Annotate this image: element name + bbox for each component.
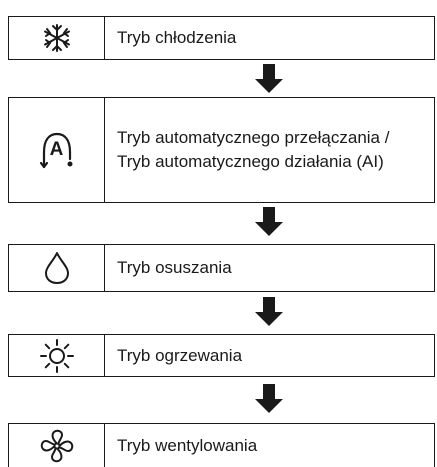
mode-label-line: Tryb chłodzenia — [117, 28, 237, 47]
mode-label-auto: Tryb automatycznego przełączania / Tryb … — [105, 98, 434, 202]
mode-label-fan: Tryb wentylowania — [105, 424, 434, 467]
mode-label-line: Tryb wentylowania — [117, 435, 258, 455]
mode-icon-cell — [9, 424, 105, 467]
auto-mode-letter: A — [49, 139, 64, 160]
fan-icon — [39, 428, 75, 464]
mode-label-line: Tryb automatycznego przełączania / — [117, 128, 390, 147]
mode-box-cooling: Tryb chłodzenia — [8, 16, 435, 60]
mode-box-heat: Tryb ogrzewania — [8, 334, 435, 377]
mode-icon-cell — [9, 335, 105, 376]
down-arrow-icon — [254, 207, 284, 237]
mode-label-cooling: Tryb chłodzenia — [105, 17, 434, 59]
auto-mode-icon: A — [37, 130, 77, 170]
down-arrow-icon — [254, 64, 284, 94]
mode-label-line: Tryb ogrzewania — [117, 345, 243, 365]
sun-icon — [39, 338, 75, 374]
snowflake-icon — [42, 23, 72, 53]
mode-label-line: Tryb automatycznego działania (AI) — [117, 152, 384, 171]
mode-box-dry: Tryb osuszania — [8, 244, 435, 292]
mode-label-line: Tryb osuszania — [117, 258, 232, 277]
mode-icon-cell: A — [9, 98, 105, 202]
water-drop-icon — [44, 251, 70, 285]
mode-icon-cell — [9, 17, 105, 59]
mode-label-dry: Tryb osuszania — [105, 245, 434, 291]
mode-box-auto: A Tryb automatycznego przełączania / Try… — [8, 97, 435, 203]
mode-label-heat: Tryb ogrzewania — [105, 335, 434, 376]
mode-icon-cell — [9, 245, 105, 291]
mode-box-fan: Tryb wentylowania — [8, 423, 435, 467]
down-arrow-icon — [254, 297, 284, 327]
down-arrow-icon — [254, 384, 284, 414]
